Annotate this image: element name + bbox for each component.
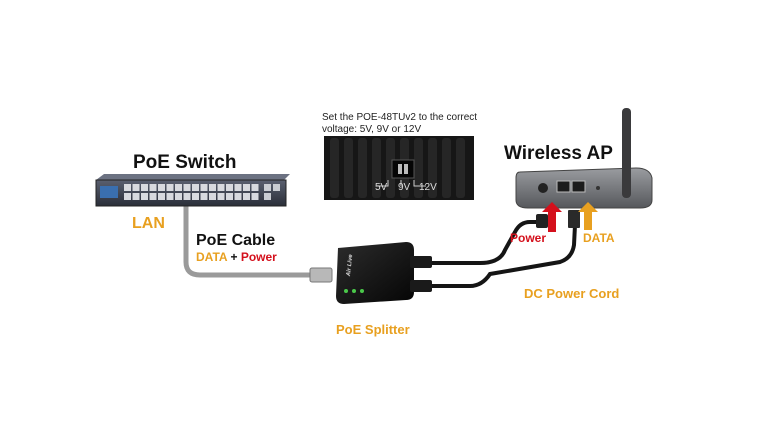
switch-uplink-port <box>273 184 280 191</box>
switch-port <box>192 193 199 200</box>
switch-port <box>251 193 259 200</box>
note-line-2: voltage: 5V, 9V or 12V <box>322 124 422 135</box>
cable-power-label: Power <box>240 250 277 264</box>
cable-plus-label: + <box>230 250 238 264</box>
switch-port <box>209 184 216 191</box>
switch-port <box>124 193 131 200</box>
switch-port <box>200 184 208 191</box>
switch-port <box>175 193 182 200</box>
volt-12v-label: 12V <box>419 182 437 193</box>
switch-port <box>243 184 250 191</box>
switch-port <box>132 193 140 200</box>
switch-port <box>209 193 216 200</box>
callout-rib <box>456 138 465 198</box>
callout-note: Set the POE-48TUv2 to the correct voltag… <box>322 112 477 136</box>
poe-cable-plug <box>309 267 333 283</box>
volt-9v-label: 9V <box>398 182 411 193</box>
switch-port <box>226 193 233 200</box>
switch-port <box>217 193 225 200</box>
switch-port <box>192 184 199 191</box>
switch-port <box>217 184 225 191</box>
power-arrow <box>542 202 562 232</box>
ap-data-label: DATA <box>583 231 615 245</box>
switch-port <box>141 184 148 191</box>
switch-uplink-port <box>264 193 271 200</box>
voltage-switch-callout <box>324 136 474 212</box>
poe-splitter-label: PoE Splitter <box>336 322 410 337</box>
switch-port <box>141 193 148 200</box>
switch-port <box>166 193 174 200</box>
data-cable <box>408 220 542 265</box>
dc-plug <box>536 214 548 228</box>
switch-port <box>124 184 131 191</box>
poe-cable-title: PoE Cable <box>196 232 276 249</box>
callout-rib <box>442 138 451 198</box>
switch-port <box>251 184 259 191</box>
callout-rib <box>330 138 339 198</box>
volt-5v-label: 5V <box>375 182 388 193</box>
rj45-plug <box>568 210 580 228</box>
callout-rib <box>414 138 423 198</box>
switch-port <box>200 193 208 200</box>
switch-port <box>234 193 242 200</box>
switch-port <box>132 184 140 191</box>
switch-port <box>166 184 174 191</box>
poe-splitter-device <box>336 242 432 304</box>
poe-switch-device <box>95 174 290 207</box>
lan-label: LAN <box>132 215 165 232</box>
switch-port <box>149 184 157 191</box>
switch-port <box>183 193 191 200</box>
dc-power-cord-label: DC Power Cord <box>524 286 620 301</box>
poe-switch-title: PoE Switch <box>133 152 237 173</box>
switch-port <box>149 193 157 200</box>
wireless-ap-device <box>515 108 653 209</box>
ap-power-label: Power <box>510 231 547 245</box>
callout-rib <box>344 138 353 198</box>
switch-port <box>243 193 250 200</box>
callout-rib <box>372 138 381 198</box>
switch-uplink-port <box>264 184 271 191</box>
switch-port <box>158 193 165 200</box>
switch-port <box>158 184 165 191</box>
switch-port <box>183 184 191 191</box>
note-line-1: Set the POE-48TUv2 to the correct <box>322 112 478 123</box>
callout-rib <box>358 138 367 198</box>
wireless-ap-title: Wireless AP <box>504 143 613 164</box>
callout-rib <box>428 138 437 198</box>
poe-cable-contents: DATA + Power <box>196 251 277 263</box>
switch-port <box>234 184 242 191</box>
switch-port <box>226 184 233 191</box>
cable-data-label: DATA <box>196 250 228 264</box>
dc-power-cord <box>408 223 577 288</box>
switch-port <box>175 184 182 191</box>
poe-cable <box>183 203 321 278</box>
data-arrow <box>578 202 598 230</box>
